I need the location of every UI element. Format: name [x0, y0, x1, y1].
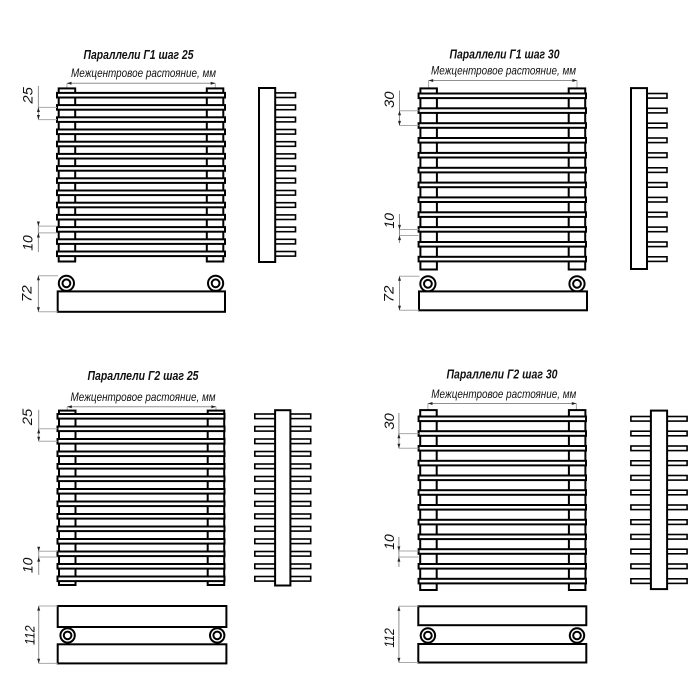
svg-text:Параллели Г1 шаг 30: Параллели Г1 шаг 30	[450, 47, 561, 62]
svg-text:Параллели Г2 шаг 25: Параллели Г2 шаг 25	[88, 368, 200, 383]
svg-text:72: 72	[382, 285, 397, 303]
svg-text:112: 112	[23, 625, 38, 645]
svg-text:72: 72	[20, 285, 35, 303]
svg-text:Межцентровое растояние, мм: Межцентровое растояние, мм	[71, 66, 216, 80]
svg-text:Параллели Г1 шаг 25: Параллели Г1 шаг 25	[84, 47, 195, 62]
svg-text:Межцентровое растояние, мм: Межцентровое растояние, мм	[431, 64, 576, 78]
svg-text:10: 10	[382, 534, 397, 550]
svg-text:Межцентровое растояние, мм: Межцентровое растояние, мм	[71, 390, 216, 404]
svg-text:112: 112	[382, 628, 397, 648]
svg-text:25: 25	[21, 87, 36, 105]
svg-text:25: 25	[20, 408, 35, 426]
svg-text:10: 10	[21, 235, 36, 251]
svg-text:Параллели Г2 шаг 30: Параллели Г2 шаг 30	[447, 367, 559, 382]
svg-text:30: 30	[382, 413, 397, 430]
svg-text:30: 30	[382, 91, 397, 108]
svg-text:10: 10	[21, 557, 36, 573]
svg-text:10: 10	[382, 213, 397, 229]
svg-text:Межцентровое растояние, мм: Межцентровое растояние, мм	[431, 387, 576, 401]
